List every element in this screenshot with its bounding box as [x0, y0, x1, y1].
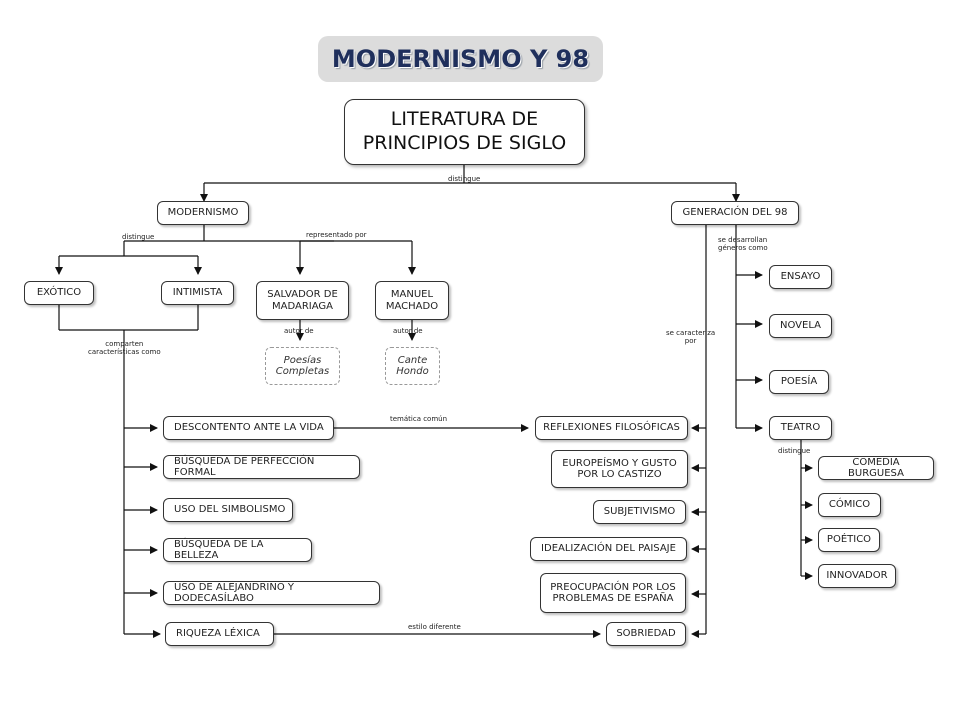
node-alejandrino: USO DE ALEJANDRINO Y DODECASÍLABO	[163, 581, 380, 605]
label-autor-de-2: autor de	[393, 327, 423, 335]
node-novela: NOVELA	[769, 314, 832, 338]
label-representado-por: representado por	[306, 231, 367, 239]
node-europeismo: EUROPEÍSMO Y GUSTO POR LO CASTIZO	[551, 450, 688, 488]
label-se-caracteriza: se caracteriza por	[666, 329, 716, 346]
label-se-desarrollan: se desarrollan géneros como	[718, 236, 768, 253]
node-comico: CÓMICO	[818, 493, 881, 517]
node-sobriedad: SOBRIEDAD	[606, 622, 686, 646]
node-busqueda-perfeccion: BÚSQUEDA DE PERFECCIÓN FORMAL	[163, 455, 360, 479]
node-ensayo: ENSAYO	[769, 265, 832, 289]
label-autor-de-1: autor de	[284, 327, 314, 335]
label-distingue-modernismo: distingue	[122, 233, 155, 241]
label-distingue-root: distingue	[448, 175, 481, 183]
node-reflexiones: REFLEXIONES FILOSÓFICAS	[535, 416, 688, 440]
root-node: LITERATURA DE PRINCIPIOS DE SIGLO	[344, 99, 585, 165]
node-belleza: BÚSQUEDA DE LA BELLEZA	[163, 538, 312, 562]
node-descontento: DESCONTENTO ANTE LA VIDA	[163, 416, 334, 440]
node-manuel-machado: MANUEL MACHADO	[375, 281, 449, 320]
label-distingue-teatro: distingue	[778, 447, 811, 455]
node-modernismo: MODERNISMO	[157, 201, 249, 225]
node-intimista: INTIMISTA	[161, 281, 234, 305]
node-simbolismo: USO DEL SIMBOLISMO	[163, 498, 293, 522]
node-idealizacion: IDEALIZACIÓN DEL PAISAJE	[530, 537, 687, 561]
label-estilo-diferente: estilo diferente	[408, 623, 461, 631]
node-comedia-burguesa: COMEDIA BURGUESA	[818, 456, 934, 480]
page-title: MODERNISMO Y 98	[331, 45, 590, 73]
node-subjetivismo: SUBJETIVISMO	[593, 500, 686, 524]
label-tematica-comun: temática común	[390, 415, 448, 423]
node-salvador-de-madariaga: SALVADOR DE MADARIAGA	[256, 281, 349, 320]
node-poetico: POÉTICO	[818, 528, 880, 552]
node-exotico: EXÓTICO	[24, 281, 94, 305]
node-riqueza-lexica: RIQUEZA LÉXICA	[165, 622, 274, 646]
node-teatro: TEATRO	[769, 416, 832, 440]
work-poesias-completas: Poesías Completas	[265, 347, 340, 385]
node-poesia: POESÍA	[769, 370, 829, 394]
node-innovador: INNOVADOR	[818, 564, 896, 588]
title-banner: MODERNISMO Y 98	[318, 36, 603, 82]
work-cante-hondo: Cante Hondo	[385, 347, 440, 385]
node-generacion-98: GENERACIÓN DEL 98	[671, 201, 799, 225]
label-comparten: comparten características como	[88, 340, 161, 357]
node-preocupacion: PREOCUPACIÓN POR LOS PROBLEMAS DE ESPAÑA	[540, 573, 686, 613]
